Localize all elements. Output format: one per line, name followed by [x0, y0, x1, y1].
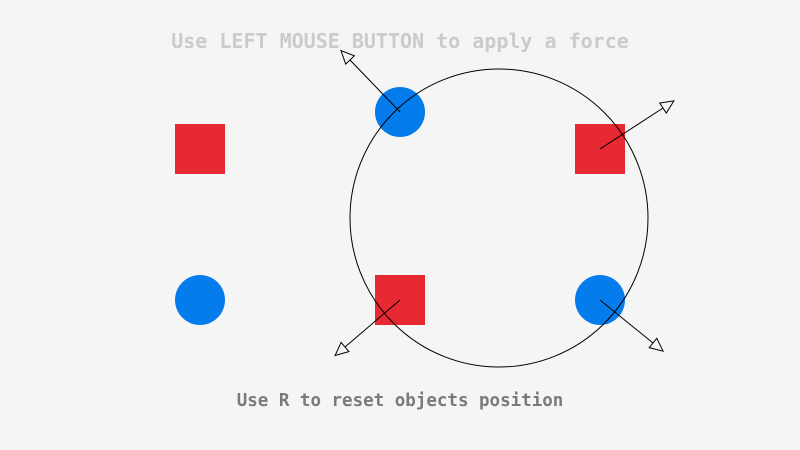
blue-ball-right-force-arrow-line: [599, 299, 654, 344]
red-square-right-force-arrow-head: [658, 100, 675, 114]
red-square-left[interactable]: [175, 124, 225, 174]
red-square-center-force-arrow-line: [344, 299, 401, 348]
blue-ball-top-force-arrow-head: [340, 49, 356, 66]
boundary-circle: [349, 68, 649, 368]
red-square-right-force-arrow-line: [599, 107, 664, 150]
instruction-reset: Use R to reset objects position: [236, 391, 564, 411]
blue-ball-right-force-arrow-head: [648, 337, 665, 352]
red-square-center-force-arrow-head: [334, 341, 350, 357]
blue-ball-top-force-arrow-line: [349, 59, 401, 113]
instruction-apply-force: Use LEFT MOUSE BUTTON to apply a force: [171, 29, 629, 53]
blue-ball-left[interactable]: [175, 275, 225, 325]
